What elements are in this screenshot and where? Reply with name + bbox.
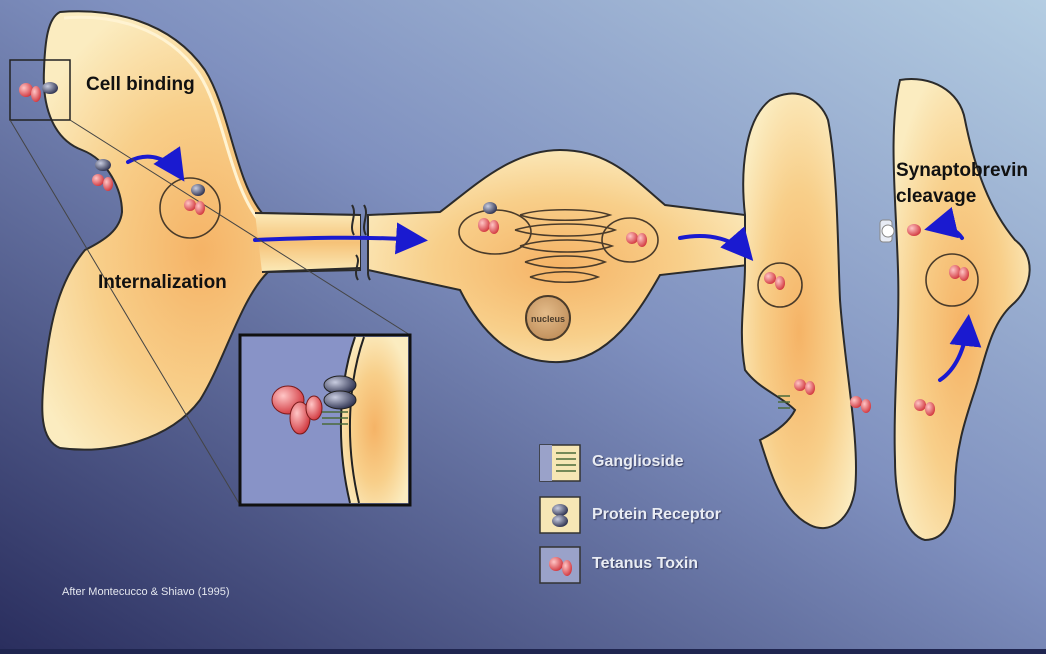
legend-ganglioside-label: Ganglioside: [592, 453, 684, 471]
label-internalization: Internalization: [98, 272, 227, 294]
label-synaptobrevin: Synaptobrevin: [896, 160, 1028, 182]
zoom-inset: [240, 335, 410, 505]
label-cleavage: cleavage: [896, 186, 976, 208]
legend-tetanus-toxin-swatch: [540, 547, 580, 583]
credit-text: After Montecucco & Shiavo (1995): [62, 586, 230, 598]
legend-ganglioside-swatch: [540, 445, 580, 481]
legend: [540, 445, 580, 583]
label-cell-binding: Cell binding: [86, 74, 195, 96]
legend-tetanus-toxin-label: Tetanus Toxin: [592, 555, 698, 573]
axon-left: [255, 213, 360, 272]
legend-protein-receptor-label: Protein Receptor: [592, 506, 721, 524]
nucleus-label: nucleus: [531, 314, 565, 324]
legend-protein-receptor-swatch: [540, 497, 580, 533]
arrow-axonal-transport: [255, 238, 420, 240]
